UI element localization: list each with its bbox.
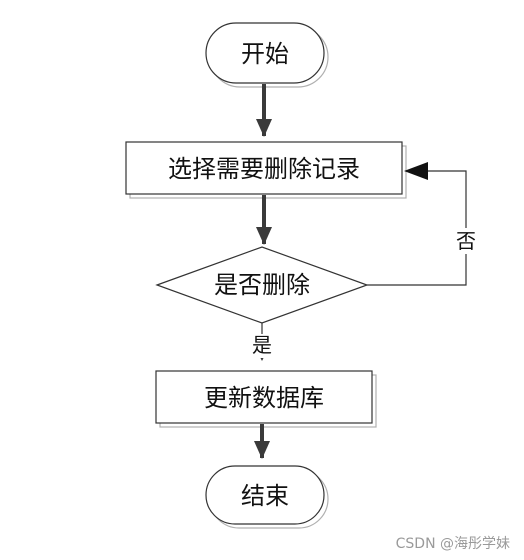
update-db-node: 更新数据库	[155, 370, 377, 428]
no-label-bg	[455, 228, 477, 254]
start-node: 开始	[205, 22, 329, 88]
end-node: 结束	[205, 465, 329, 529]
select-record-node: 选择需要删除记录	[125, 141, 407, 199]
update-db-label: 更新数据库	[204, 384, 324, 412]
no-arrow-head	[404, 162, 428, 180]
watermark: CSDN @海彤学妹	[396, 536, 510, 552]
no-label: 否	[456, 229, 476, 253]
decision-label: 是否删除	[214, 271, 310, 299]
select-record-label: 选择需要删除记录	[168, 155, 360, 183]
yes-label: 是	[252, 333, 272, 357]
decision-node: 是否删除	[155, 246, 369, 324]
end-label: 结束	[241, 482, 289, 510]
yes-label-bg	[250, 334, 274, 358]
start-label: 开始	[241, 40, 289, 68]
